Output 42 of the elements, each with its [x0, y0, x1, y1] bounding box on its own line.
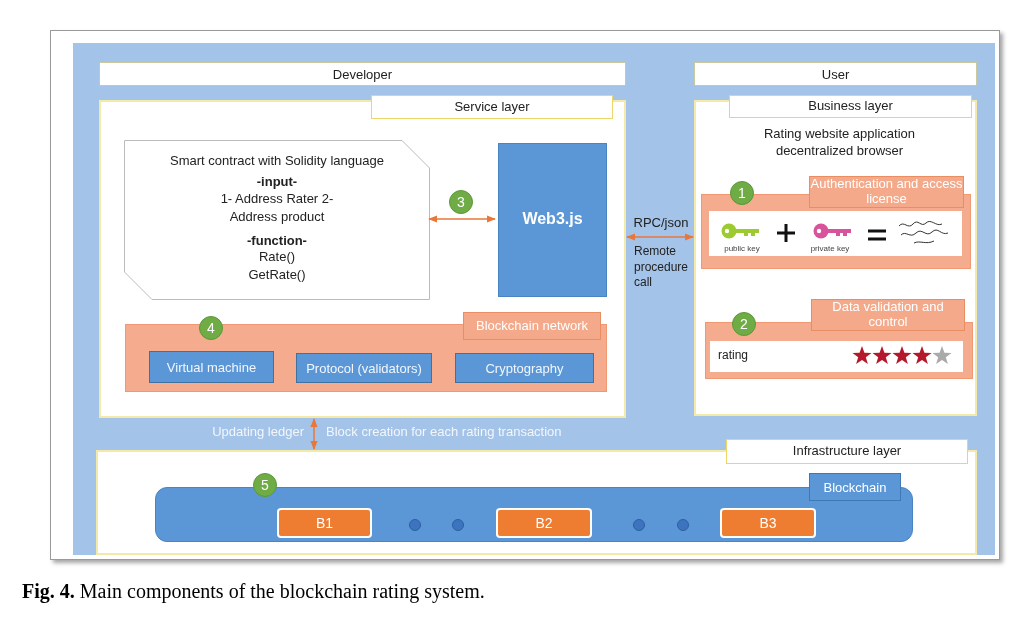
flow-note: Updating ledger [211, 424, 304, 441]
block-box: B1 [277, 508, 372, 538]
block-box: B3 [720, 508, 816, 538]
role-header-bar: Developer [99, 62, 626, 86]
layer-title-tab: Business layer [729, 95, 972, 118]
library-box: Web3.js [498, 143, 607, 297]
card-text: Smart contract with Solidity language [169, 152, 385, 170]
layer-title-tab: Service layer [371, 95, 613, 119]
section-title-tab: Authentication and access license [809, 176, 964, 208]
card-text: 1- Address Rater 2- Address product [219, 190, 335, 226]
step-number-badge: 5 [253, 473, 277, 497]
component-box: Protocol (validators) [296, 353, 432, 383]
section-heading: -function- [246, 232, 308, 250]
card-text: Rate() GetRate() [247, 248, 307, 284]
block-box: B2 [496, 508, 592, 538]
blockchain-title-tab: Blockchain [809, 473, 901, 501]
component-box: Cryptography [455, 353, 594, 383]
component-box: Virtual machine [149, 351, 274, 383]
double-arrow [310, 418, 318, 450]
section-title-tab: Data validation and control [811, 299, 965, 331]
section-title-tab: Blockchain network [463, 312, 601, 340]
smart-contract-card [124, 140, 430, 300]
chain-dot [452, 519, 464, 531]
chain-dot [409, 519, 421, 531]
double-arrow [428, 215, 496, 223]
layer-title-tab: Infrastructure layer [726, 439, 968, 464]
chain-dot [633, 519, 645, 531]
step-number-badge: 1 [730, 181, 754, 205]
key-caption: public key [723, 244, 761, 255]
flow-note: Block creation for each rating transaction [326, 424, 563, 441]
figure-caption: Fig. 4. Main components of the blockchain rating system. [22, 580, 485, 603]
step-number-badge: 3 [449, 190, 473, 214]
role-header-bar: User [694, 62, 977, 86]
field-label: rating [718, 348, 750, 364]
key-caption: private key [809, 244, 851, 255]
step-number-badge: 4 [199, 316, 223, 340]
panel-description: Rating website application decentralized browser [762, 126, 916, 160]
section-heading: -input- [255, 173, 299, 191]
edge-note: Remote procedure call [634, 244, 690, 286]
double-arrow [626, 233, 694, 241]
step-number-badge: 2 [732, 312, 756, 336]
chain-dot [677, 519, 689, 531]
